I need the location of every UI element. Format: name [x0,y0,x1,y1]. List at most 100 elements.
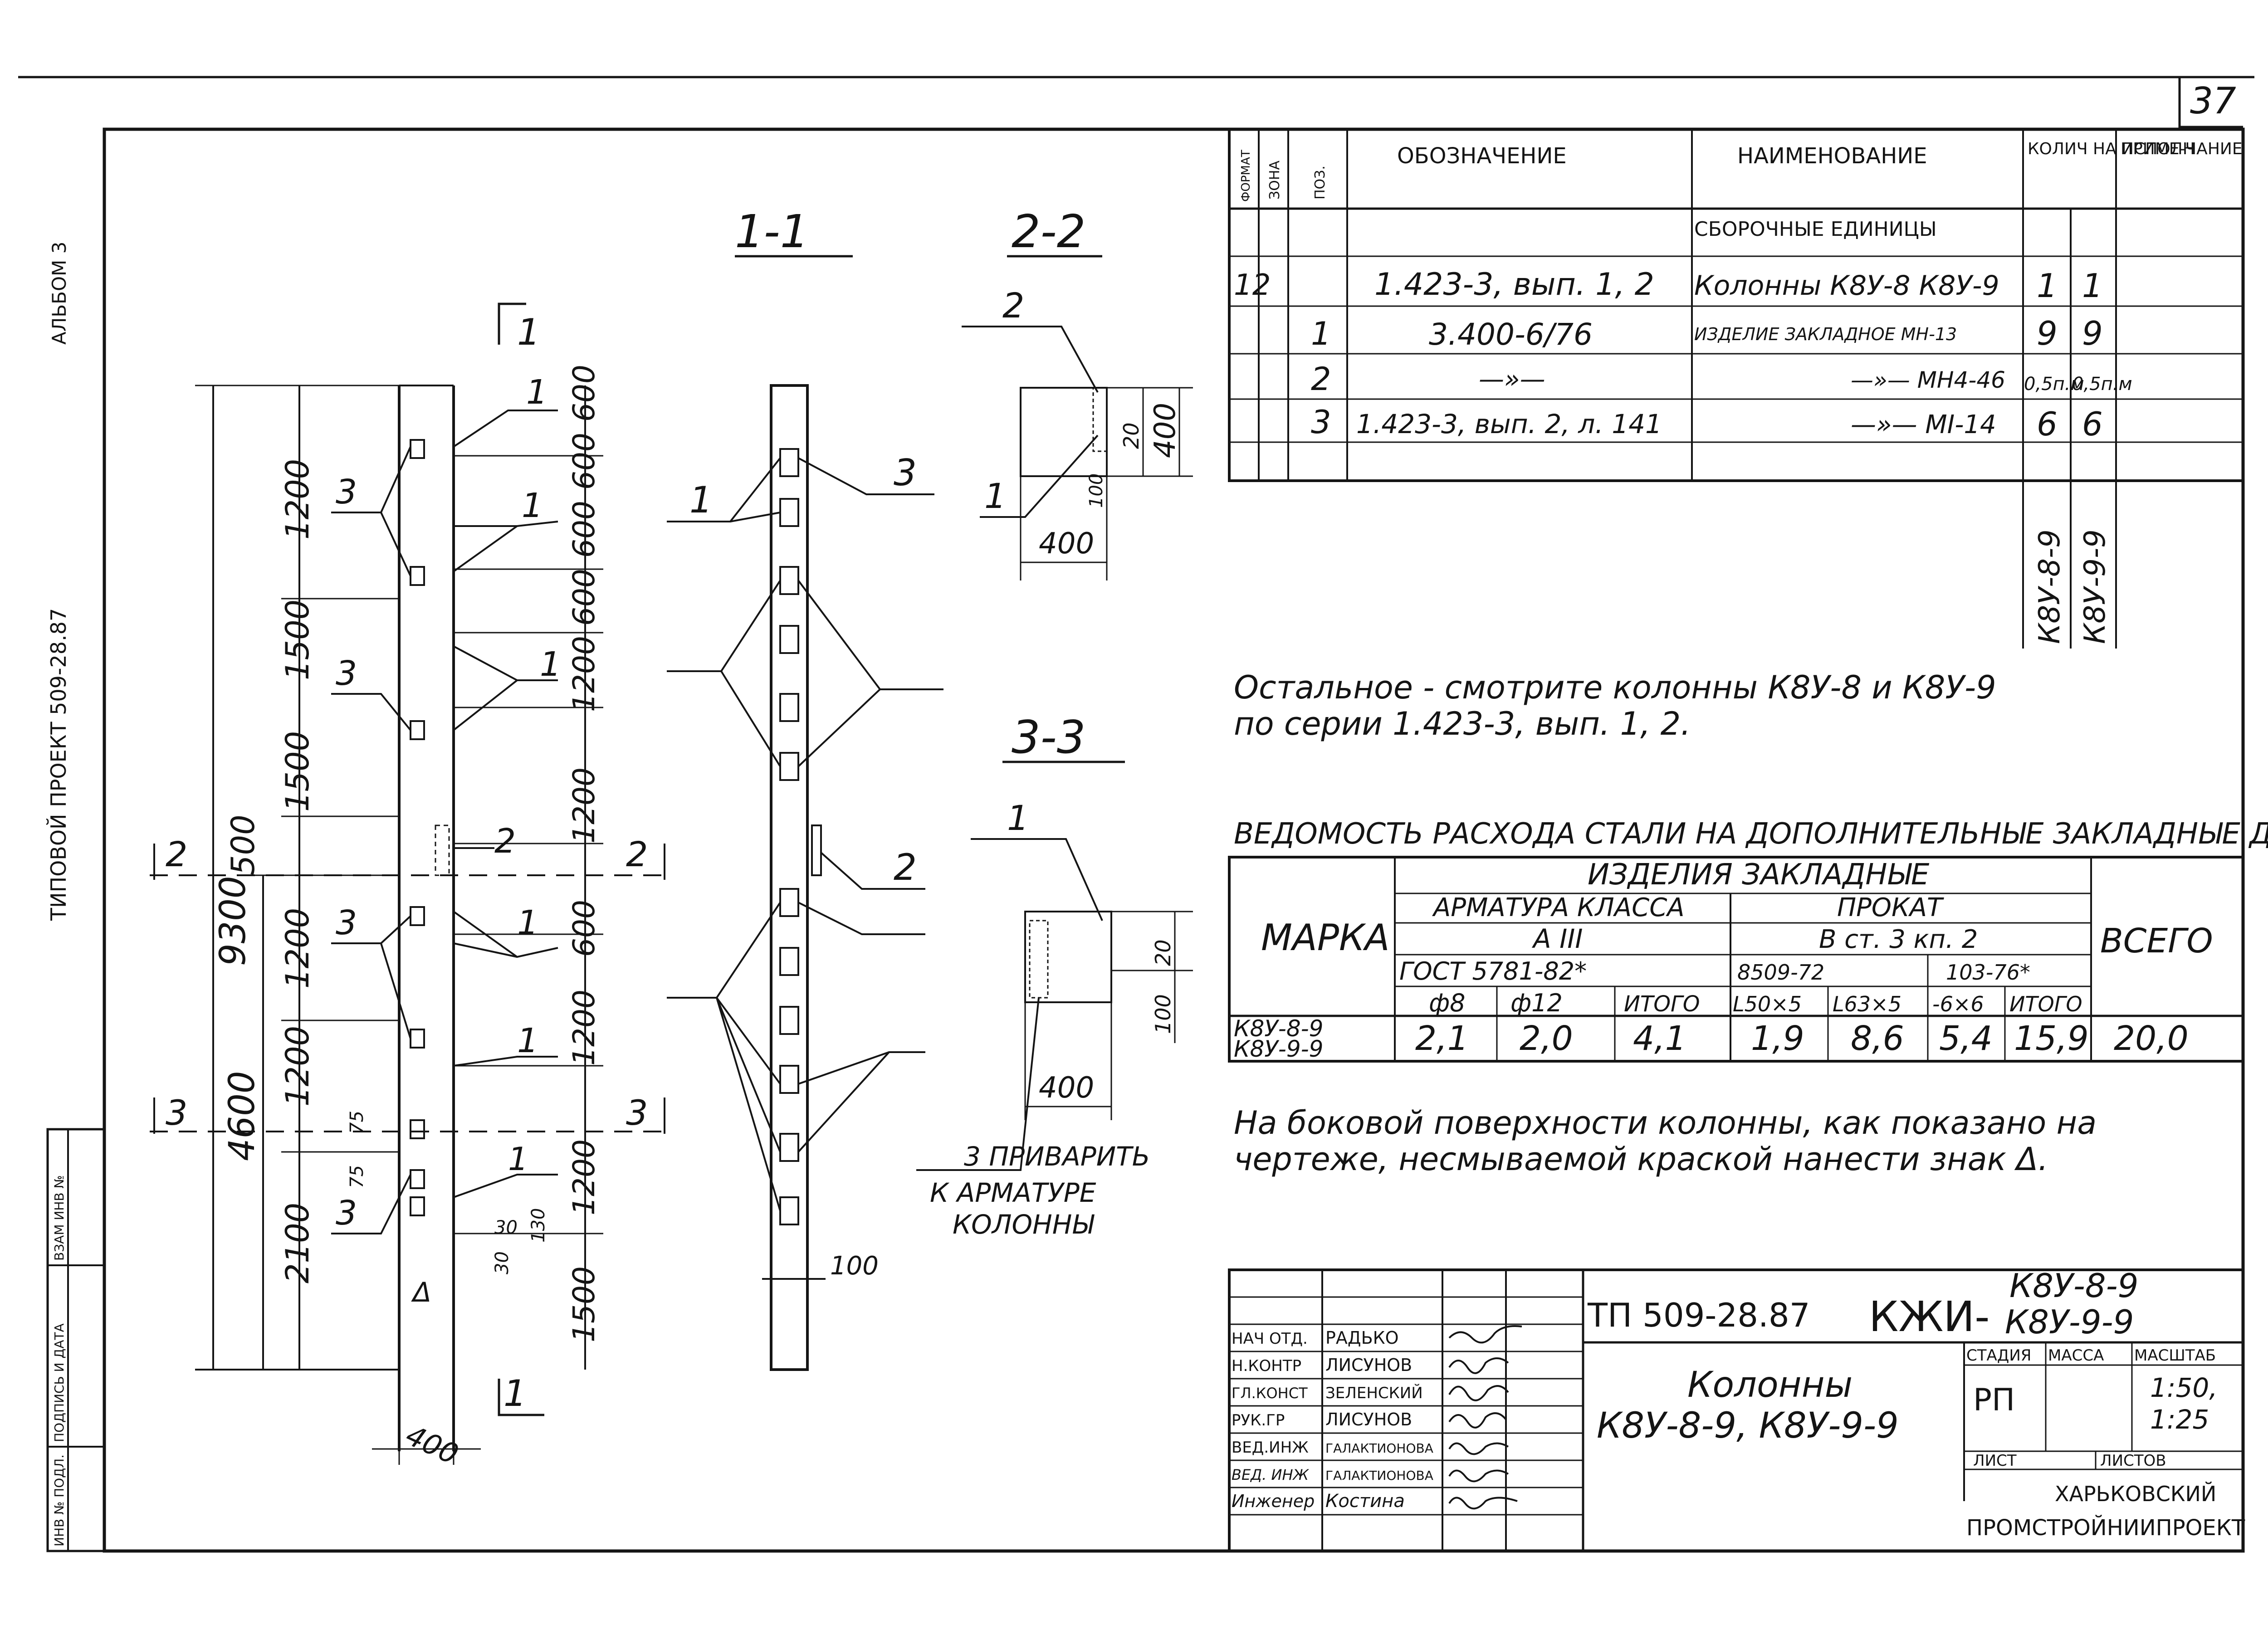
dim-130: 130 [528,1208,549,1243]
s33-callout-1: 1 [1007,798,1029,838]
steel-col-plate: -6×6 [1932,992,1984,1016]
s22-dim-400: 400 [1039,527,1094,561]
steel-rolled-gost2: 103-76* [1946,960,2030,985]
s22-callout-2: 2 [1002,285,1024,326]
steel-val-f12: 2,0 [1520,1019,1573,1058]
sheets-label: ЛИСТОВ [2100,1452,2166,1470]
section-mark-3-left: 3 [166,1093,187,1133]
top-note: Остальное - смотрите колонны К8У-8 и К8У… [1234,669,1996,742]
title-name-line1: Колонны [1687,1365,1853,1405]
steel-mark-1: К8У-8-9 [1234,1015,1324,1042]
dim-30-b: 30 [492,1251,513,1274]
steel-table: ВЕДОМОСТЬ РАСХОДА СТАЛИ НА ДОПОЛНИТЕЛЬНЫ… [1228,817,2268,1063]
steel-header-mark: МАРКА [1261,917,1390,959]
elevation-callouts: 1 1 3 1 3 2 1 3 1 1 3 75 [331,373,561,1308]
steel-val-total: 20,0 [2114,1019,2189,1058]
callout-2: 2 [494,822,516,861]
title-doc-mark-1: К8У-8-9 [2009,1267,2138,1305]
callout-1-b: 1 [522,486,543,525]
role-norm-control: Н.КОНТР [1232,1357,1301,1375]
stamp-cell-replace: ВЗАМ ИНВ № [52,1175,67,1261]
steel-val-l63: 8,6 [1851,1019,1904,1058]
steel-val-l50: 1,9 [1751,1019,1804,1058]
mass-header: МАССА [2048,1346,2104,1365]
spec-row1-q1: 1 [2037,267,2058,305]
sheet-number: 37 [2190,80,2236,122]
triangle-mark: Δ [411,1277,431,1308]
steel-val-total-rolled: 15,9 [2014,1019,2089,1058]
view11-dim-100: 100 [830,1251,879,1281]
view-1-1: 1-1 1 3 2 100 [667,205,943,1371]
name-galaktionova-1: ГАЛАКТИОНОВА [1325,1441,1433,1456]
s33-note-line2: К АРМАТУРЕ [930,1177,1096,1208]
spec-row1-q2: 1 [2082,267,2103,305]
steel-rolled-gost1: 8509-72 [1737,960,1824,985]
view11-callout-3: 3 [894,452,917,494]
callout-1-e: 1 [517,1021,538,1060]
title-code: ТП 509-28.87 [1587,1296,1810,1334]
role-head-dept: НАЧ ОТД. [1232,1330,1308,1348]
spec-row4-designation: 1.423-3, вып. 2, л. 141 [1356,409,1662,439]
dim-right-600-c: 600 [567,501,601,558]
steel-header-rolled: ПРОКАТ [1837,893,1944,922]
dim-4600: 4600 [222,1071,263,1161]
project-label: ТИПОВОЙ ПРОЕКТ 509-28.87 [46,608,71,921]
spec-row2-pos: 1 [1311,315,1331,352]
steel-col-l63: L63×5 [1833,992,1901,1016]
dim-right-1200-d: 1200 [567,1139,601,1215]
spec-row1-designation: 1.423-3, вып. 1, 2 [1374,267,1654,302]
steel-rebar-class: А III [1531,923,1583,954]
role-engineer: Инженер [1232,1491,1315,1511]
left-margin: АЛЬБОМ 3 ТИПОВОЙ ПРОЕКТ 509-28.87 ИНВ № … [46,242,106,1552]
steel-val-f8: 2,1 [1415,1019,1469,1058]
scale-value-1: 1:50, [2150,1372,2218,1403]
section-title-3-3: 3-3 [1012,711,1085,764]
album-label: АЛЬБОМ 3 [48,242,70,345]
dim-left-1200-a: 1200 [279,908,316,989]
spec-header-zone: ЗОНА [1267,161,1283,200]
stamp-cell-sign: ПОДПИСЬ И ДАТА [52,1323,67,1442]
name-lisunov-2: ЛИСУНОВ [1325,1410,1412,1429]
callout-3-c: 3 [336,903,357,942]
dim-left-500: 500 [225,815,262,875]
dim-right-600-a: 600 [567,365,601,422]
title-block: НАЧ ОТД. Н.КОНТР ГЛ.КОНСТ РУК.ГР ВЕД.ИНЖ… [1228,1267,2245,1552]
steel-col-total-rebar: ИТОГО [1624,991,1700,1017]
cut-mark-bottom: 1 [503,1372,527,1415]
s22-dim-400v: 400 [1149,403,1182,458]
sheet-frame: 37 [18,76,2254,1553]
steel-rebar-gost: ГОСТ 5781-82* [1399,957,1587,985]
org-name-1: ХАРЬКОВСКИЙ [2055,1482,2216,1506]
bottom-note-line2: чертеже, несмываемой краской нанести зна… [1234,1141,2048,1178]
section-mark-3-right: 3 [626,1093,648,1133]
name-zelensky: ЗЕЛЕНСКИЙ [1325,1384,1423,1402]
section-mark-2-right: 2 [626,834,648,874]
stage-value: РП [1973,1382,2015,1418]
section-mark-2-left: 2 [166,834,187,874]
stage-header: СТАДИЯ [1966,1346,2031,1365]
s22-dim-100: 100 [1086,473,1107,508]
callout-1-a: 1 [526,373,547,412]
dim-left-1200-top: 1200 [279,459,316,540]
spec-header-note: ПРИМЕ-ЧАНИЕ [2121,140,2243,158]
dim-right-1200-a: 1200 [567,636,601,712]
steel-col-l50: L50×5 [1733,992,1802,1016]
dim-left-1200-b: 1200 [279,1026,316,1107]
spec-header-name: НАИМЕНОВАНИЕ [1737,143,1927,169]
spec-section-label: СБОРОЧНЫЕ ЕДИНИЦЫ [1694,218,1937,241]
embedded-parts [410,439,450,1216]
scale-value-2: 1:25 [2150,1404,2209,1435]
steel-mark-2: К8У-9-9 [1234,1036,1324,1062]
column-elevation: 1 1 9300 4600 1200 1500 1500 500 1200 12… [150,302,671,1471]
callout-1-c: 1 [540,645,561,684]
spec-row3-q2: 0,5п.м [2072,374,2132,395]
callout-3-b: 3 [336,654,357,693]
spec-row2-q2: 9 [2082,314,2103,352]
bottom-note: На боковой поверхности колонны, как пока… [1234,1104,2097,1178]
callout-1-d: 1 [517,903,538,942]
dim-right-600-b: 600 [567,433,601,490]
s33-dim-20: 20 [1151,939,1175,966]
name-lisunov-1: ЛИСУНОВ [1325,1355,1412,1375]
spec-row3-name: —»— МН4-46 [1851,367,2005,393]
section-2-2: 2-2 2 1 400 20 400 100 [962,205,1193,580]
